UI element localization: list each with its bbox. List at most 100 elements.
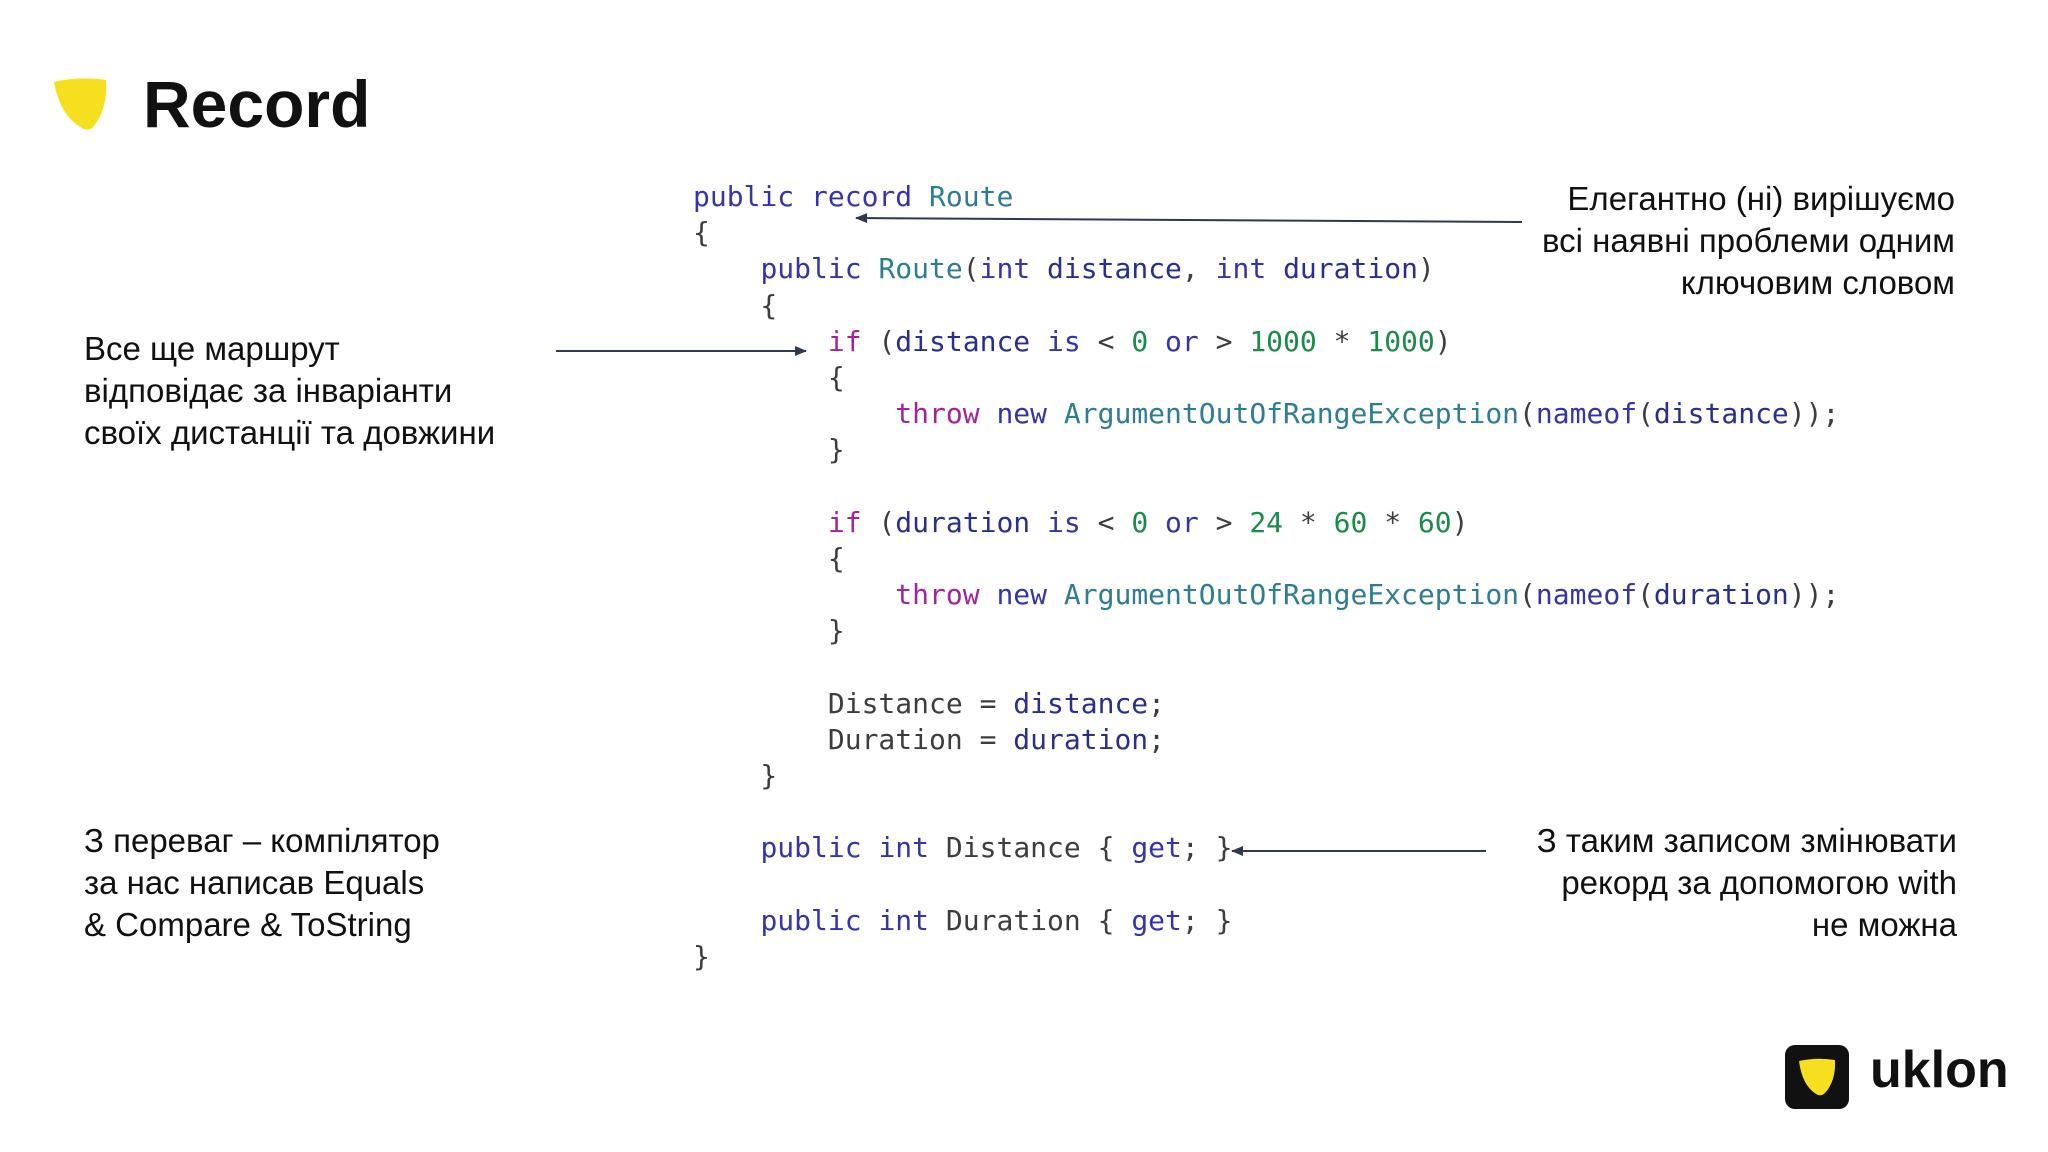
code-line: }: [693, 758, 1839, 794]
note-mid-left: Все ще маршрут відповідає за інваріанти …: [84, 328, 564, 454]
note-line: рекорд за допомогою with: [1561, 864, 1957, 901]
code-token: ));: [1788, 578, 1840, 612]
code-token: >: [1198, 324, 1250, 358]
code-token: ,: [1181, 252, 1216, 286]
code-token: (: [1519, 397, 1536, 431]
note-line: & Compare & ToString: [84, 906, 412, 943]
code-line: {: [693, 360, 1839, 396]
code-token: [1030, 252, 1047, 285]
code-token: [1266, 252, 1283, 285]
code-token: (: [1637, 397, 1654, 431]
code-line: [693, 469, 1839, 505]
note-line: Елегантно (ні) вирішуємо: [1567, 180, 1955, 217]
code-token: int: [979, 252, 1031, 286]
note-line: З таким записом змінювати: [1536, 822, 1957, 859]
code-token: *: [1316, 324, 1368, 358]
code-token: [862, 252, 879, 285]
code-token: [980, 397, 997, 430]
code-token: ; }: [1181, 903, 1233, 937]
code-token: }: [693, 614, 845, 648]
code-token: ArgumentOutOfRangeException: [1063, 397, 1520, 431]
note-line: своїх дистанції та довжини: [84, 414, 496, 451]
code-token: [912, 180, 929, 213]
note-line: З переваг – компілятор: [84, 822, 440, 859]
code-card: [658, 150, 1850, 1012]
code-token: Duration {: [929, 903, 1132, 937]
note-line: не можна: [1811, 906, 1957, 943]
code-token: or: [1165, 505, 1199, 539]
code-token: Route: [929, 180, 1014, 213]
code-token: duration: [1653, 578, 1789, 612]
code-token: 0: [1131, 505, 1149, 539]
code-token: Duration =: [693, 722, 1014, 756]
code-token: int: [878, 831, 930, 865]
uklon-logo-icon: [1785, 1045, 1849, 1109]
code-token: {: [693, 288, 778, 322]
code-token: new: [996, 578, 1048, 612]
code-token: [862, 831, 879, 864]
code-token: ): [1417, 252, 1435, 286]
code-token: *: [1283, 505, 1334, 539]
code-token: distance: [1653, 397, 1789, 431]
code-token: record: [811, 180, 913, 213]
code-token: [693, 506, 828, 539]
code-token: [693, 904, 760, 937]
code-token: (: [1519, 578, 1536, 612]
code-token: [693, 325, 828, 358]
code-token: distance: [895, 324, 1031, 358]
code-token: 60: [1333, 505, 1368, 539]
code-token: ; }: [1181, 831, 1233, 865]
code-token: if: [827, 324, 862, 358]
code-token: or: [1165, 324, 1199, 358]
code-line: Duration = duration;: [693, 722, 1839, 758]
code-line: if (duration is < 0 or > 24 * 60 * 60): [693, 505, 1839, 541]
code-token: [1047, 397, 1064, 430]
code-token: *: [1367, 505, 1418, 539]
code-token: ): [1451, 505, 1469, 539]
code-token: [1030, 325, 1047, 358]
code-token: public: [760, 831, 862, 865]
code-token: int: [878, 903, 930, 937]
code-token: get: [1131, 831, 1182, 865]
code-token: throw: [895, 578, 980, 612]
code-token: public: [760, 252, 862, 286]
code-token: 0: [1131, 324, 1149, 358]
code-token: get: [1131, 903, 1182, 937]
code-token: <: [1080, 505, 1132, 539]
code-token: >: [1198, 505, 1250, 539]
code-line: public Route(int distance, int duration): [693, 251, 1839, 287]
code-line: throw new ArgumentOutOfRangeException(na…: [693, 396, 1839, 432]
code-token: (: [861, 324, 896, 358]
code-token: duration: [1283, 252, 1418, 286]
code-token: {: [693, 541, 845, 575]
code-line: }: [693, 613, 1839, 649]
code-token: [1148, 325, 1165, 358]
code-token: int: [1215, 252, 1267, 286]
code-token: [1047, 578, 1064, 611]
code-line: public int Duration { get; }: [693, 903, 1839, 939]
note-line: за нас написав Equals: [84, 864, 425, 901]
slide-title: Record: [143, 67, 371, 141]
code-token: [1030, 506, 1047, 539]
code-line: }: [693, 432, 1839, 468]
code-line: {: [693, 288, 1839, 324]
note-bottom-right: З таким записом змінювати рекорд за допо…: [1430, 820, 1957, 946]
code-token: distance: [1047, 252, 1182, 286]
code-token: 24: [1249, 505, 1284, 539]
code-token: if: [827, 505, 862, 539]
code-token: 1000: [1249, 324, 1317, 358]
code-token: [862, 904, 879, 937]
brand-name: uklon: [1870, 1041, 2009, 1099]
code-token: [693, 578, 895, 611]
code-token: ));: [1788, 397, 1840, 431]
code-token: {: [693, 216, 710, 250]
code-token: duration: [895, 505, 1031, 539]
code-line: public record Route: [693, 179, 1839, 215]
code-token: is: [1047, 324, 1081, 358]
code-token: }: [693, 939, 710, 973]
code-token: }: [693, 433, 845, 467]
code-line: Distance = distance;: [693, 686, 1839, 722]
code-block: public record Route{ public Route(int di…: [693, 179, 1839, 975]
code-token: is: [1047, 505, 1081, 539]
code-token: [693, 831, 760, 864]
